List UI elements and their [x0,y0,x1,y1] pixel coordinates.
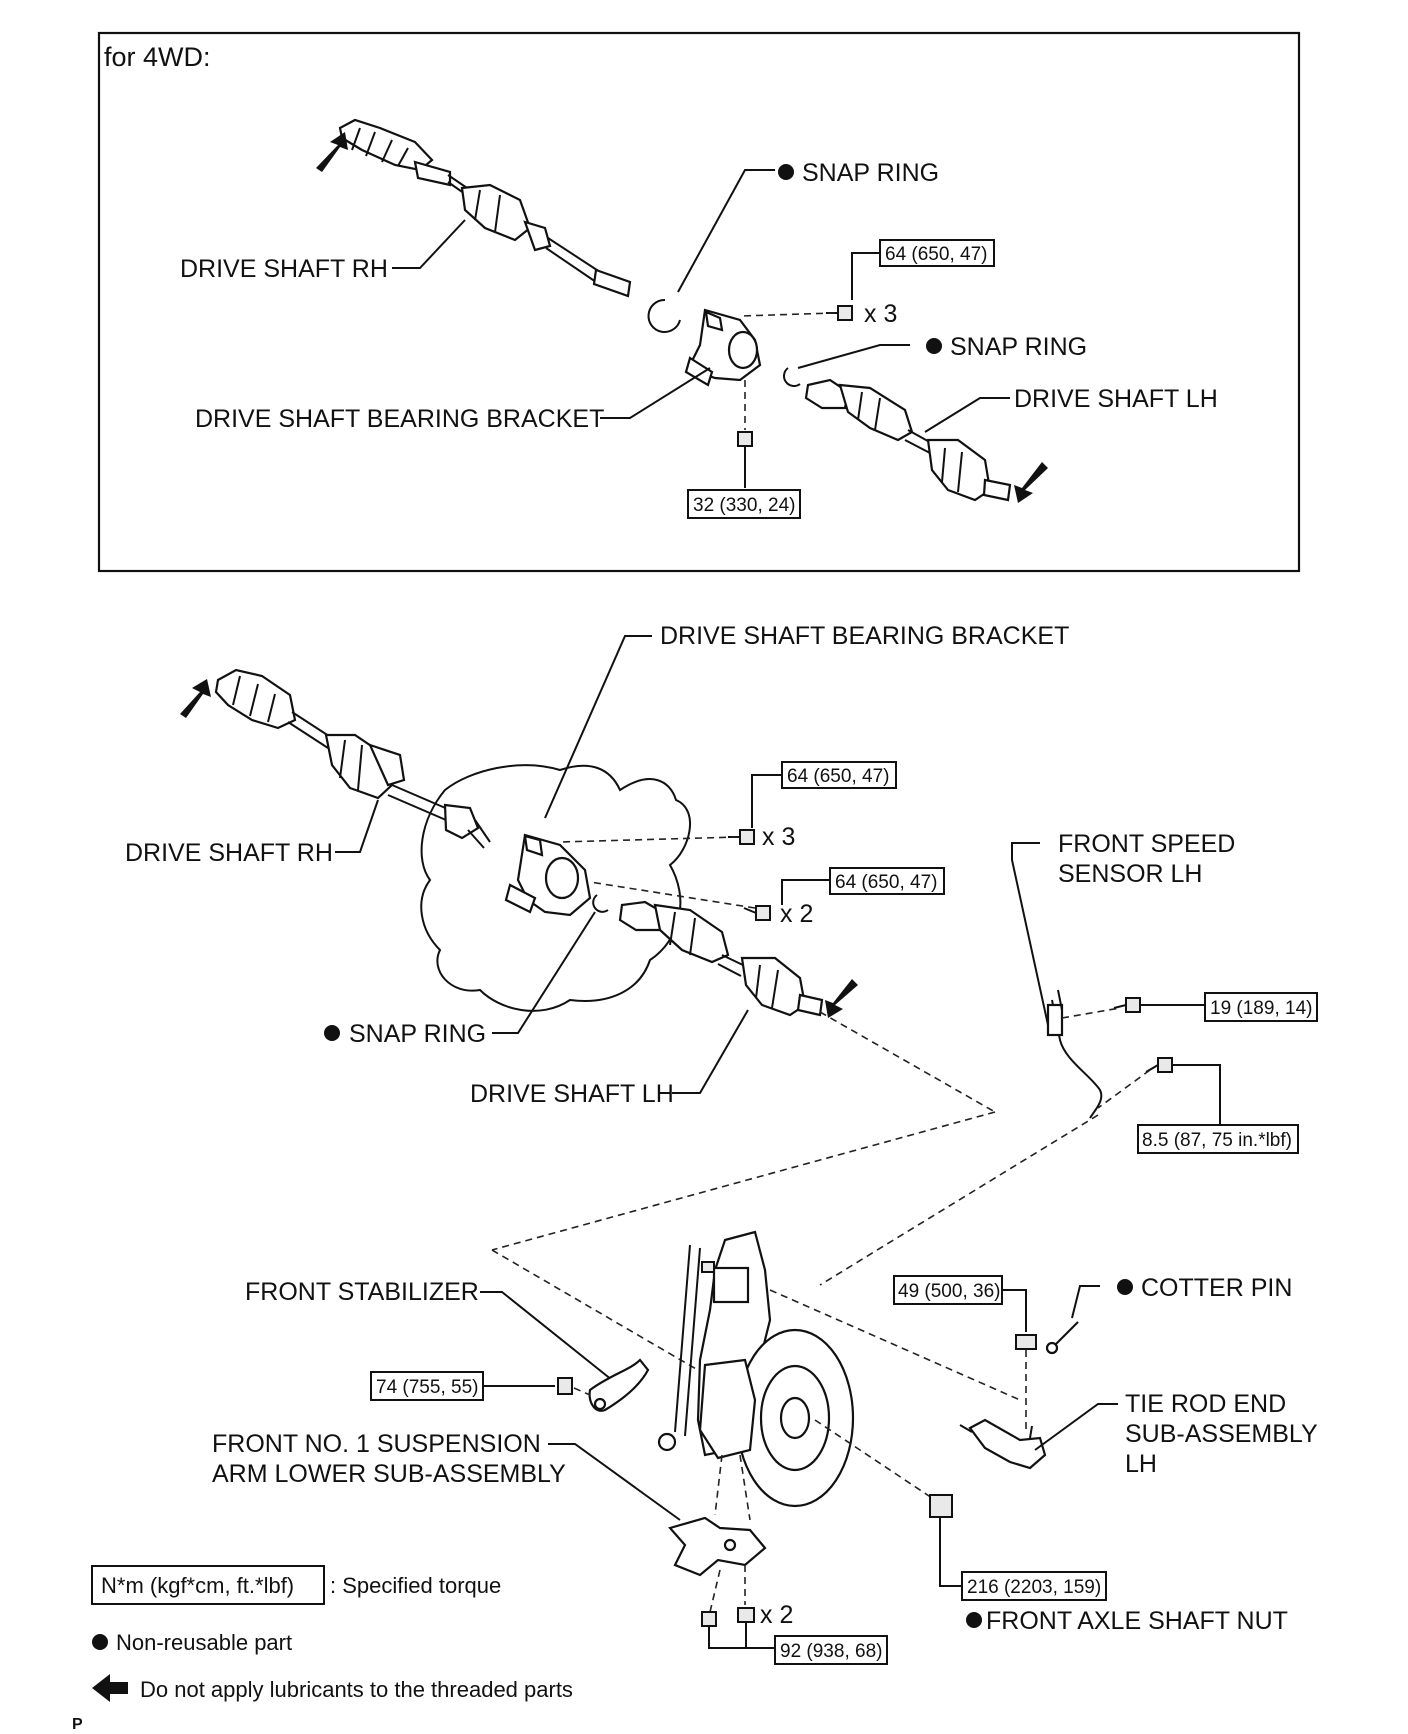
nut-icon [737,1607,755,1623]
axle-nut-label: FRONT AXLE SHAFT NUT [986,1607,1288,1635]
tie-rod-label-line1: TIE ROD END [1125,1390,1286,1418]
torque-8-5: 8.5 (87, 75 in.*lbf) [1142,1130,1292,1151]
legend-non-reusable: Non-reusable part [116,1630,292,1655]
legend-no-lube: Do not apply lubricants to the threaded … [140,1677,573,1702]
mid-snap-ring-label: SNAP RING [349,1020,486,1048]
four-wd-frame [97,31,1301,573]
axle-nut-part [929,1494,953,1518]
speed-sensor-part [1046,989,1103,1119]
legend-torque-box-text: N*m (kgf*cm, ft.*lbf) [101,1573,294,1598]
torque-74: 74 (755, 55) [376,1377,478,1398]
bolt-icon [737,431,753,458]
mid-drive-shaft-lh-label: DRIVE SHAFT LH [470,1080,674,1108]
non-reusable-dot-icon [324,1025,340,1041]
mid-drive-shaft-rh-part [214,668,491,849]
snap-ring-part [783,367,801,387]
non-reusable-dot-icon [966,1612,982,1628]
mid-qty-x3: x 3 [762,823,795,851]
snap-ring-part [647,298,681,333]
mid-qty-x2: x 2 [780,900,813,928]
susp-arm-label-line2: ARM LOWER SUB-ASSEMBLY [212,1460,566,1488]
torque-49: 49 (500, 36) [898,1281,1000,1302]
top-drive-shaft-lh-label: DRIVE SHAFT LH [1014,385,1218,413]
lubricant-arrow-icon [180,679,211,718]
snap-ring-part [592,894,609,913]
bolt-icon [701,1611,717,1636]
bolt-icon [743,905,771,921]
torque-64-mid-a: 64 (650, 47) [787,766,889,787]
top-drive-shaft-lh-part [804,378,1012,502]
top-bearing-bracket-part [684,308,762,387]
top-drive-shaft-rh-label: DRIVE SHAFT RH [180,255,388,283]
mid-drive-shaft-lh-part [618,900,824,1017]
susp-arm-label-line1: FRONT NO. 1 SUSPENSION [212,1430,541,1458]
legend-torque-text: : Specified torque [330,1573,501,1598]
suspension-arm-part [668,1516,767,1577]
bottom-qty-x2: x 2 [760,1601,793,1629]
torque-92: 92 (938, 68) [780,1641,882,1662]
top-qty-x3: x 3 [864,300,897,328]
lubricant-arrow-icon [316,132,348,172]
front-stabilizer-label: FRONT STABILIZER [245,1278,479,1306]
tie-rod-end-part [959,1418,1047,1470]
top-snap-ring-2-label: SNAP RING [950,333,1087,361]
top-bearing-bracket-label: DRIVE SHAFT BEARING BRACKET [195,405,604,433]
mid-bearing-bracket-label: DRIVE SHAFT BEARING BRACKET [660,622,1069,650]
torque-19: 19 (189, 14) [1210,998,1312,1019]
non-reusable-dot-icon [926,338,942,354]
non-reusable-dot-icon [1117,1279,1133,1295]
lubricant-arrow-icon [1014,462,1048,503]
mid-drive-shaft-rh-label: DRIVE SHAFT RH [125,839,333,867]
nut-icon [557,1377,573,1395]
front-stabilizer-part [588,1358,650,1412]
top-snap-ring-1-label: SNAP RING [802,159,939,187]
tie-rod-label-line3: LH [1125,1450,1157,1478]
stabilizer-link-part [657,1261,715,1452]
steering-knuckle-part [696,1230,855,1508]
cotter-pin-label: COTTER PIN [1141,1274,1292,1302]
torque-64-top: 64 (650, 47) [885,244,987,265]
nut-icon [1015,1334,1037,1350]
legend-torque-box [91,1565,325,1605]
four-wd-title: for 4WD: [104,42,211,72]
top-drive-shaft-rh-part [338,118,632,298]
mid-bearing-bracket-part [504,833,592,917]
speed-sensor-label-line2: SENSOR LH [1058,860,1202,888]
lubricant-arrow-icon [825,979,858,1018]
speed-sensor-label-line1: FRONT SPEED [1058,830,1235,858]
lubricant-arrow-icon [92,1674,128,1702]
page-mark: P [72,1716,83,1733]
torque-64-mid-b: 64 (650, 47) [835,872,937,893]
torque-216: 216 (2203, 159) [967,1577,1101,1598]
transmission-outline [420,764,692,1012]
bolt-icon [1113,997,1141,1013]
cotter-pin-part [1045,1321,1079,1355]
torque-32-top: 32 (330, 24) [693,495,795,516]
non-reusable-dot-icon [778,164,794,180]
tie-rod-label-line2: SUB-ASSEMBLY [1125,1420,1318,1448]
non-reusable-dot-icon [92,1634,108,1650]
